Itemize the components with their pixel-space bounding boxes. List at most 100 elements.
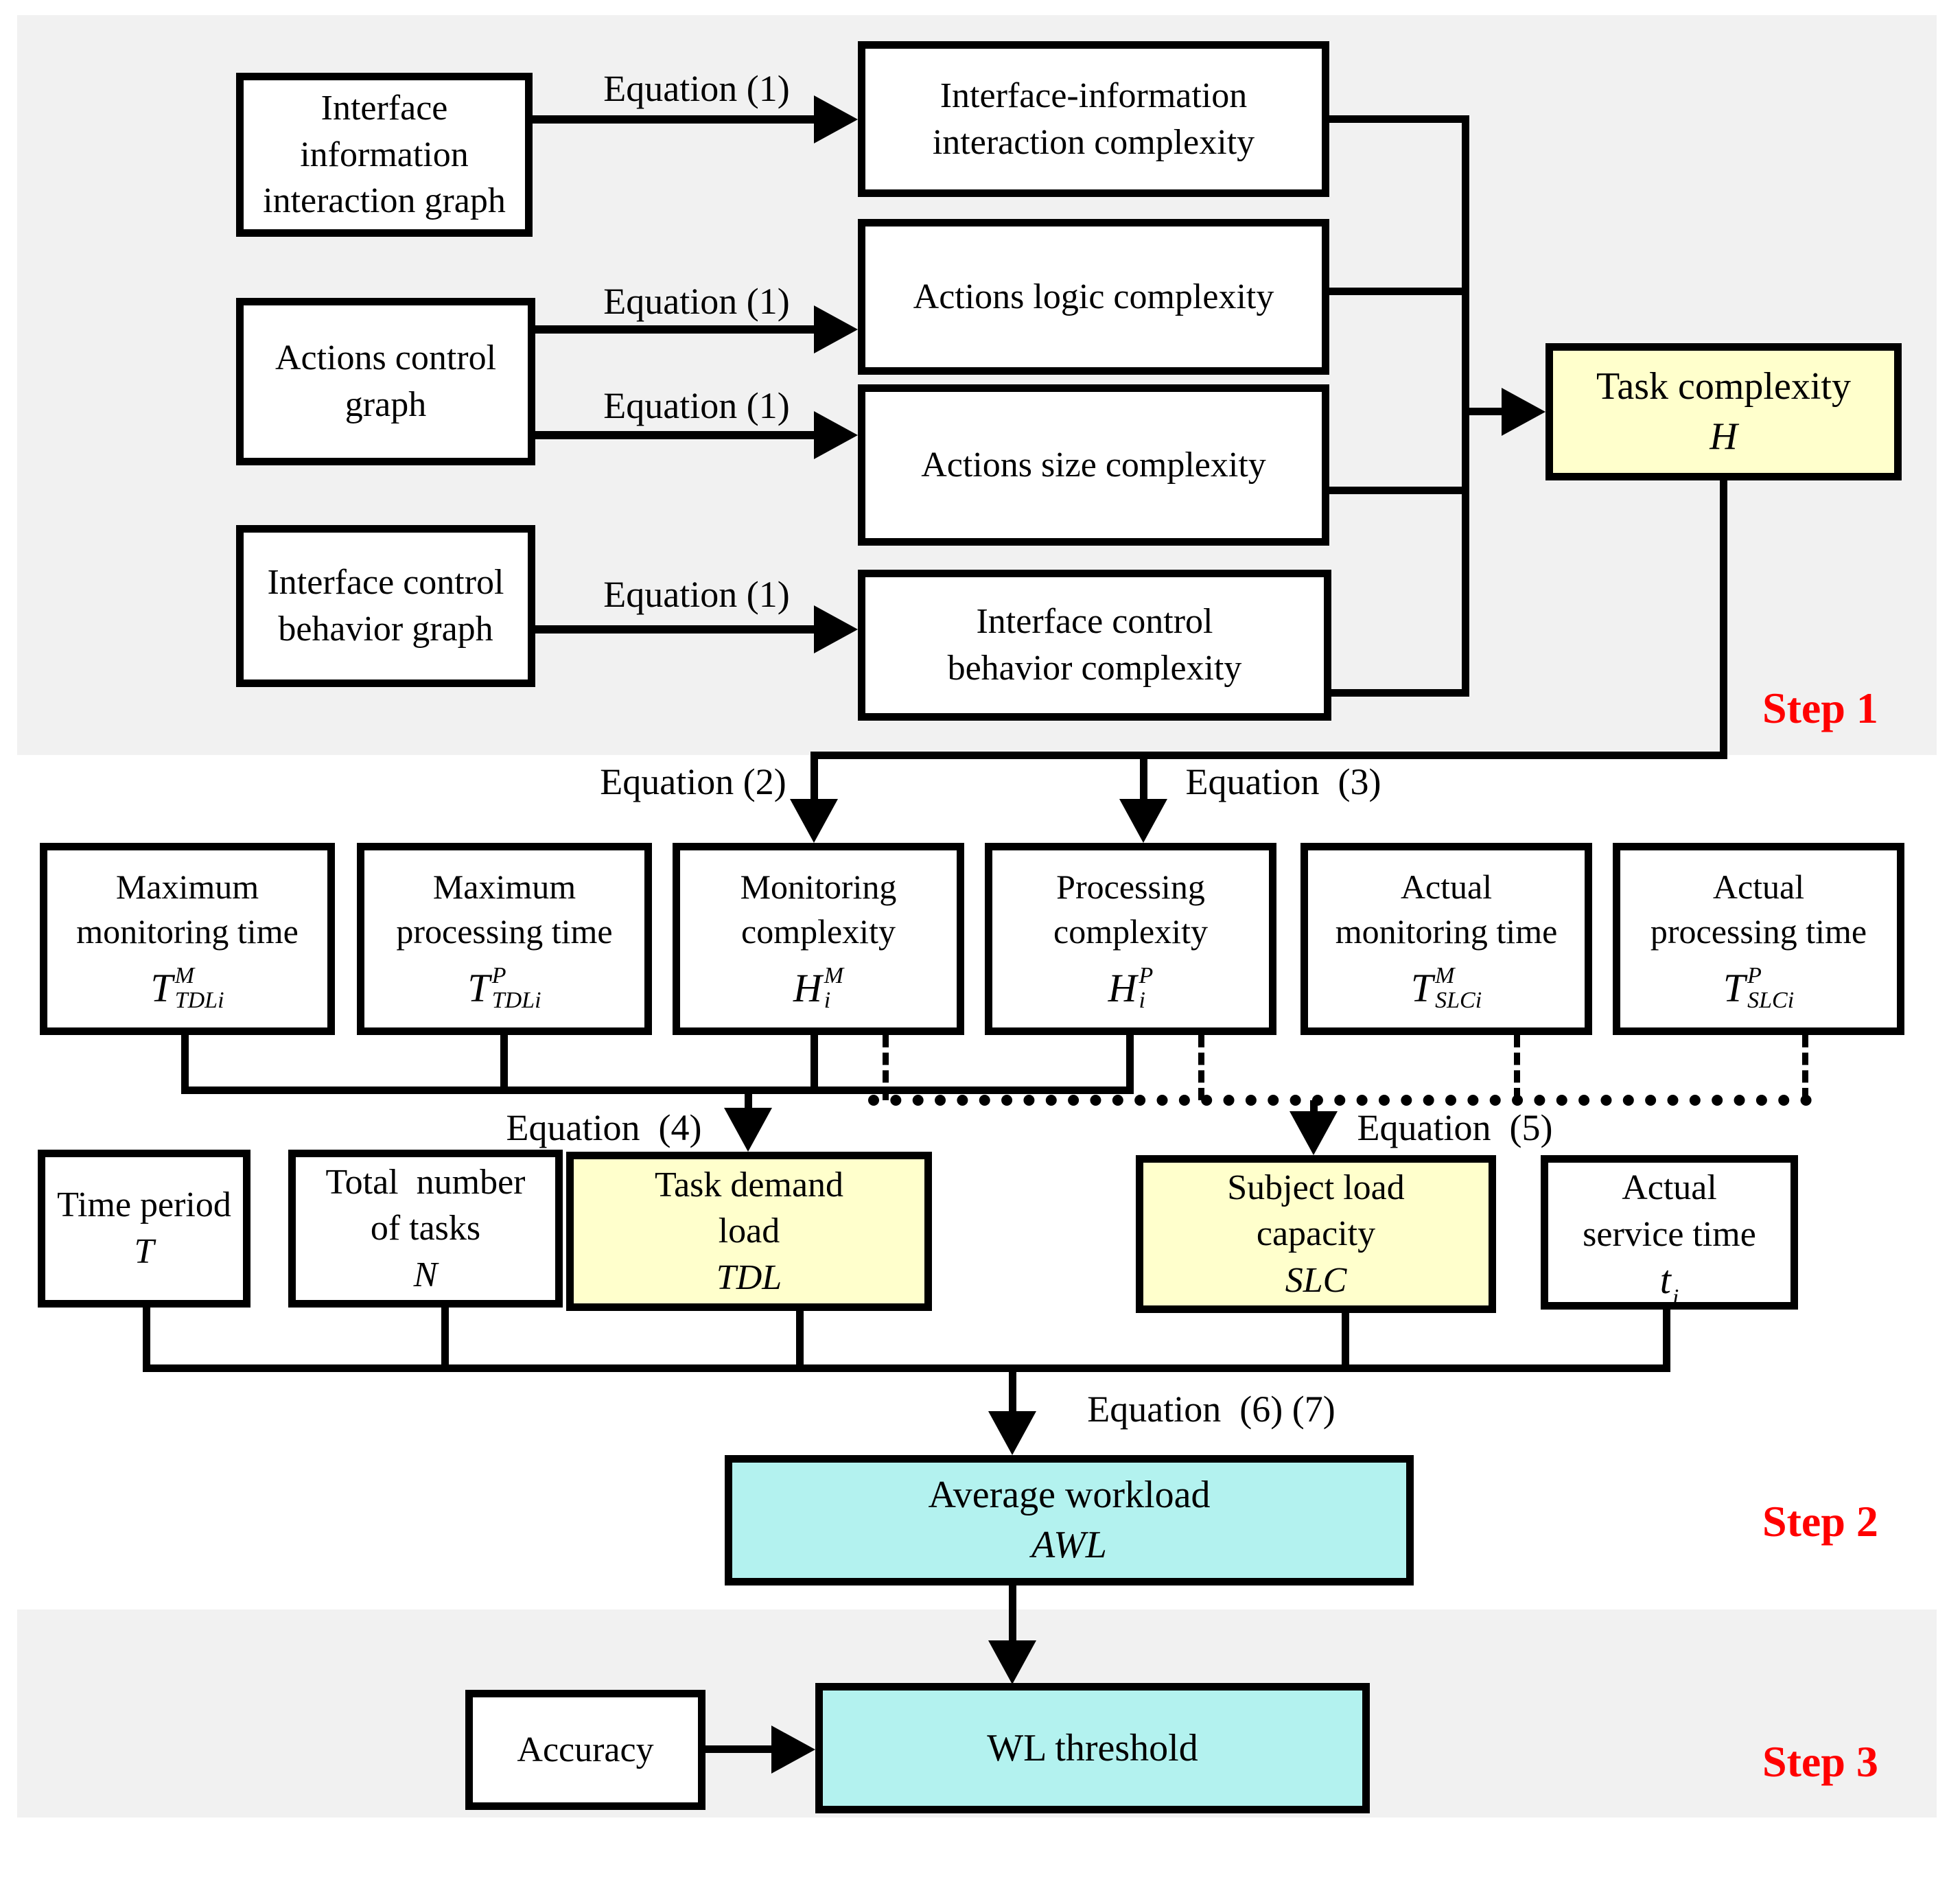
tdl-collector-line [181, 1087, 1134, 1094]
connector-f-to-g [535, 625, 817, 634]
arrowhead [1119, 799, 1167, 843]
awl-stub-5 [1663, 1310, 1670, 1372]
tdl-stub-4 [1126, 1035, 1134, 1094]
connector-c-to-d [535, 325, 817, 334]
box-task-demand-load: Task demand load TDL [566, 1152, 932, 1311]
h-down-line [1720, 480, 1727, 759]
arrowhead [1290, 1111, 1338, 1155]
task-complexity-symbol: H [1710, 415, 1738, 458]
box-label-line: interaction complexity [932, 122, 1255, 162]
label-equation-1-b: Equation (1) [603, 281, 790, 322]
box-actions-control-graph: Actions control graph [236, 298, 535, 465]
box-wl-threshold: WL threshold [815, 1683, 1370, 1813]
box-label-line: Time period [57, 1185, 231, 1225]
slc-dash-stub-5 [1514, 1035, 1520, 1100]
slc-dash-stub-4 [1198, 1035, 1204, 1100]
box-label-line: load [718, 1211, 780, 1251]
label-equation-4: Equation (4) [506, 1107, 702, 1148]
step1-label: Step 1 [1762, 684, 1878, 732]
box-subject-load-capacity: Subject load capacity SLC [1136, 1155, 1496, 1313]
box-interface-information-interaction-complexity: Interface-information interaction comple… [858, 41, 1329, 197]
awl-stub-2 [441, 1308, 449, 1372]
arrowhead [988, 1411, 1036, 1455]
arrowhead [814, 95, 858, 143]
collector-stub-d [1329, 288, 1469, 295]
total-tasks-symbol: N [413, 1255, 438, 1294]
tdl-stub-1 [181, 1035, 189, 1094]
tdl-stub-2 [500, 1035, 508, 1094]
arrowhead [988, 1640, 1036, 1684]
drop-line-eq3 [1140, 752, 1147, 803]
box-label-line: Interface control [976, 602, 1213, 642]
box-label-line: of tasks [370, 1209, 481, 1248]
box-label-line: complexity [741, 912, 896, 951]
box-label-line: Actions logic complexity [913, 277, 1274, 316]
arrowhead [814, 411, 858, 459]
awl-symbol: AWL [1031, 1524, 1107, 1566]
box-time-period: Time period T [38, 1150, 250, 1308]
box-label-line: processing time [396, 912, 613, 951]
arrowhead [1502, 388, 1545, 436]
h-left-line [810, 752, 1727, 759]
arrowhead [724, 1108, 772, 1152]
time-period-symbol: T [134, 1232, 154, 1271]
accuracy-to-wl-line [705, 1745, 774, 1753]
slc-dash-stub-6 [1802, 1035, 1808, 1100]
slc-symbol: SLC [1285, 1260, 1347, 1300]
box-label-line: Task complexity [1596, 365, 1851, 408]
box-label-line: Actual [1400, 868, 1493, 907]
box-label-line: Maximum [115, 868, 259, 907]
arrowhead [790, 799, 838, 843]
label-equation-1-d: Equation (1) [603, 574, 790, 615]
box-actions-size-complexity: Actions size complexity [858, 384, 1329, 546]
awl-stub-1 [143, 1308, 150, 1372]
collector-stub-b [1329, 115, 1469, 123]
box-label-line: Interface control [267, 563, 504, 603]
collector-vertical-step1 [1462, 115, 1469, 697]
box-interface-information-interaction-graph: Interface information interaction graph [236, 73, 533, 237]
slc-dotted-line [868, 1095, 1812, 1106]
box-interface-control-behavior-complexity: Interface control behavior complexity [858, 570, 1331, 721]
box-accuracy: Accuracy [465, 1690, 705, 1810]
label-equation-2: Equation (2) [600, 761, 786, 802]
box-label-line: Interface-information [940, 75, 1248, 115]
box-label-line: graph [345, 385, 427, 424]
tdl-stub-3 [810, 1035, 818, 1094]
arrowhead [814, 605, 858, 653]
arrowhead [771, 1726, 815, 1774]
drop-line-eq2 [810, 752, 818, 803]
box-label-line: Subject load [1227, 1167, 1405, 1207]
box-label-line: WL threshold [987, 1726, 1198, 1769]
box-label-line: monitoring time [1335, 912, 1558, 951]
box-total-number-of-tasks: Total number of tasks N [288, 1150, 563, 1308]
connector-a-to-b [533, 115, 817, 124]
box-task-complexity: Task complexity H [1545, 343, 1902, 480]
box-label-line: complexity [1053, 912, 1208, 951]
awl-collector-line [143, 1364, 1670, 1372]
box-label-line: capacity [1256, 1214, 1376, 1254]
arrowhead [814, 305, 858, 353]
box-label-line: Actions size complexity [921, 445, 1266, 485]
box-label-line: information [300, 135, 469, 174]
step3-label: Step 3 [1762, 1737, 1878, 1786]
box-label-line: Interface [320, 89, 448, 128]
eq5-arrow-line [1310, 1100, 1318, 1117]
box-label-line: Average workload [928, 1474, 1211, 1517]
collector-stub-e [1329, 487, 1469, 494]
box-label-line: Processing [1056, 868, 1205, 907]
box-label-line: Task demand [654, 1165, 844, 1205]
label-equation-1-c: Equation (1) [603, 385, 790, 426]
connector-c-to-e [535, 431, 817, 439]
label-equation-3: Equation (3) [1185, 761, 1381, 802]
box-label-line: Maximum [432, 868, 576, 907]
